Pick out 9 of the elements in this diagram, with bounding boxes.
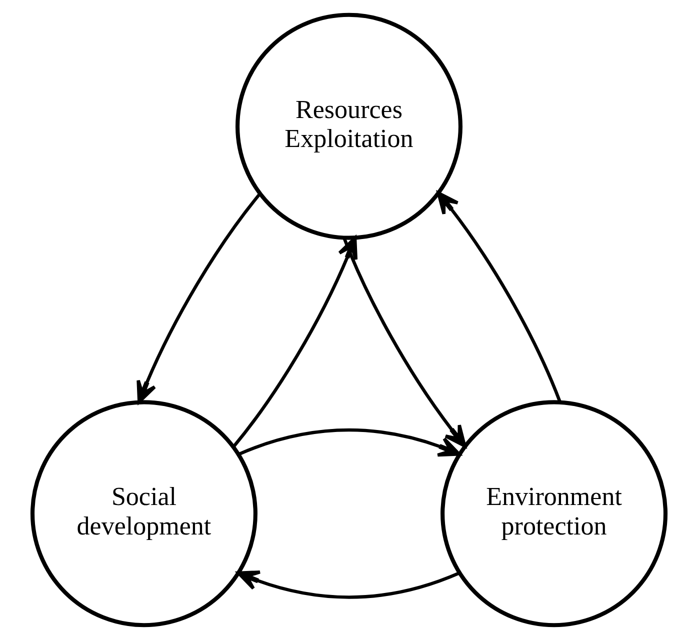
node-circle: Social development <box>30 400 258 628</box>
arrow <box>238 428 461 457</box>
node-circle: Environment protection <box>440 400 668 628</box>
node-circle: Resources Exploitation <box>236 12 462 240</box>
arrow <box>436 192 562 403</box>
arrow <box>342 237 466 448</box>
arrow <box>136 192 261 404</box>
arrow <box>232 236 358 448</box>
arrow <box>236 570 460 599</box>
